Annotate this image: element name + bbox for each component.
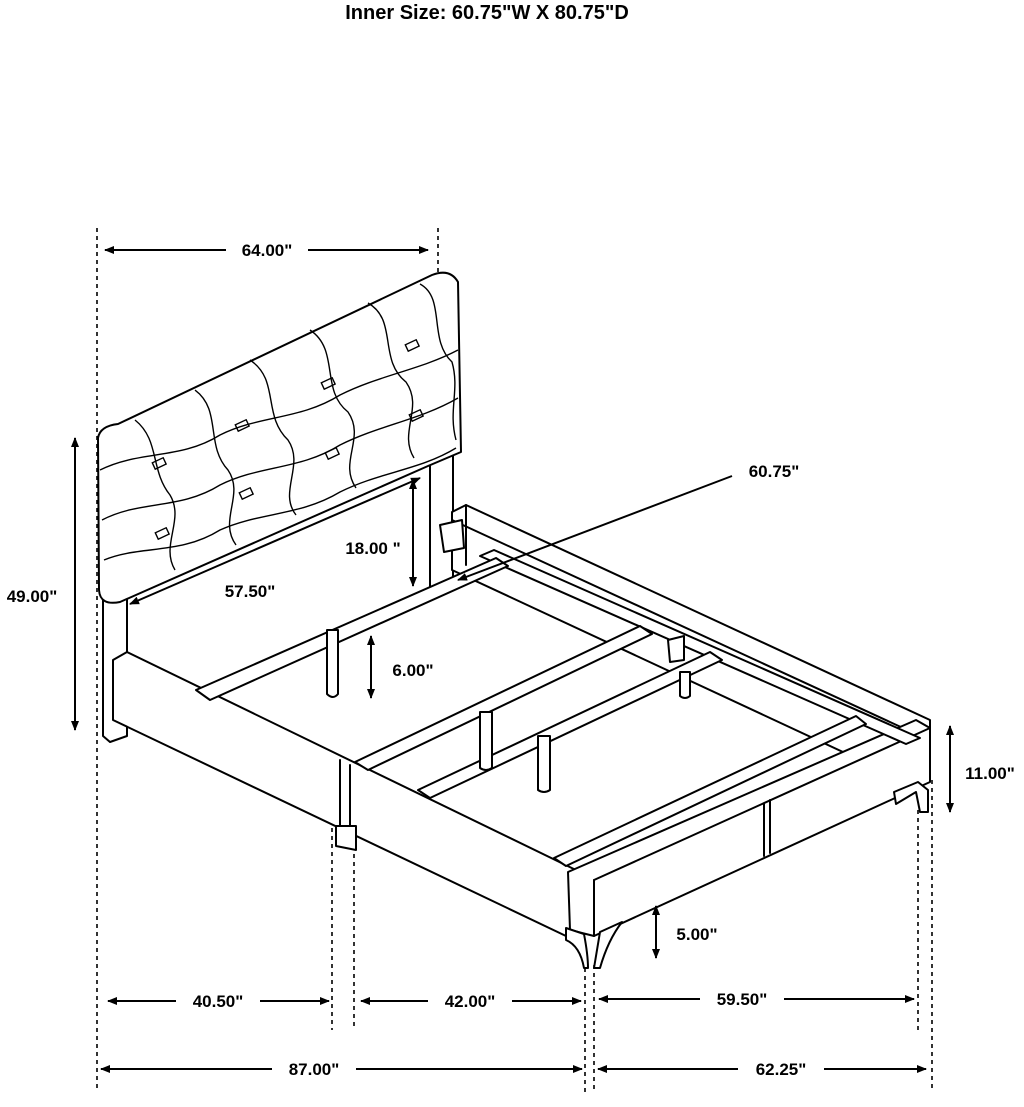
slat-2 (354, 625, 653, 771)
support-leg-1 (326, 629, 339, 698)
label-overall-height: 49.00" (7, 587, 58, 606)
frame-leg-left (335, 825, 357, 851)
headboard-panel (97, 271, 462, 604)
label-headboard-inner-width: 57.50" (225, 582, 276, 601)
label-inner-width: 60.75" (749, 462, 800, 481)
dimension-labels: 64.00" 49.00" 18.00 " 57.50" 60.75" 6.00… (0, 238, 1015, 1081)
support-leg-3 (537, 735, 551, 793)
center-bracket (667, 635, 685, 663)
headboard-bracket (439, 519, 465, 553)
support-leg-2 (479, 711, 493, 771)
label-base-right: 59.50" (717, 990, 768, 1009)
slat-4 (553, 715, 867, 867)
dimension-arrows (71, 246, 954, 1073)
label-overall-length: 87.00" (289, 1060, 340, 1079)
support-leg-4 (679, 671, 691, 699)
label-slat-clearance: 6.00" (392, 661, 433, 680)
frame-leg-front-right (593, 921, 623, 969)
label-base-left: 40.50" (193, 992, 244, 1011)
frame-leg-front-left (565, 927, 589, 969)
label-rail-height: 11.00" (965, 764, 1015, 783)
label-headboard-width: 64.00" (242, 241, 293, 260)
label-overall-width: 62.25" (756, 1060, 807, 1079)
headboard-right-post (429, 449, 454, 593)
extension-lines (96, 228, 933, 1092)
frame-leg-right (893, 781, 929, 813)
label-base-mid: 42.00" (445, 992, 496, 1011)
center-beam (479, 549, 921, 745)
label-leg-clearance: 5.00" (676, 925, 717, 944)
inner-size-title: Inner Size: 60.75"W X 80.75"D (345, 2, 629, 24)
label-panel-drop: 18.00 " (345, 539, 400, 558)
bed-frame (97, 271, 931, 969)
slat-3 (417, 651, 723, 799)
